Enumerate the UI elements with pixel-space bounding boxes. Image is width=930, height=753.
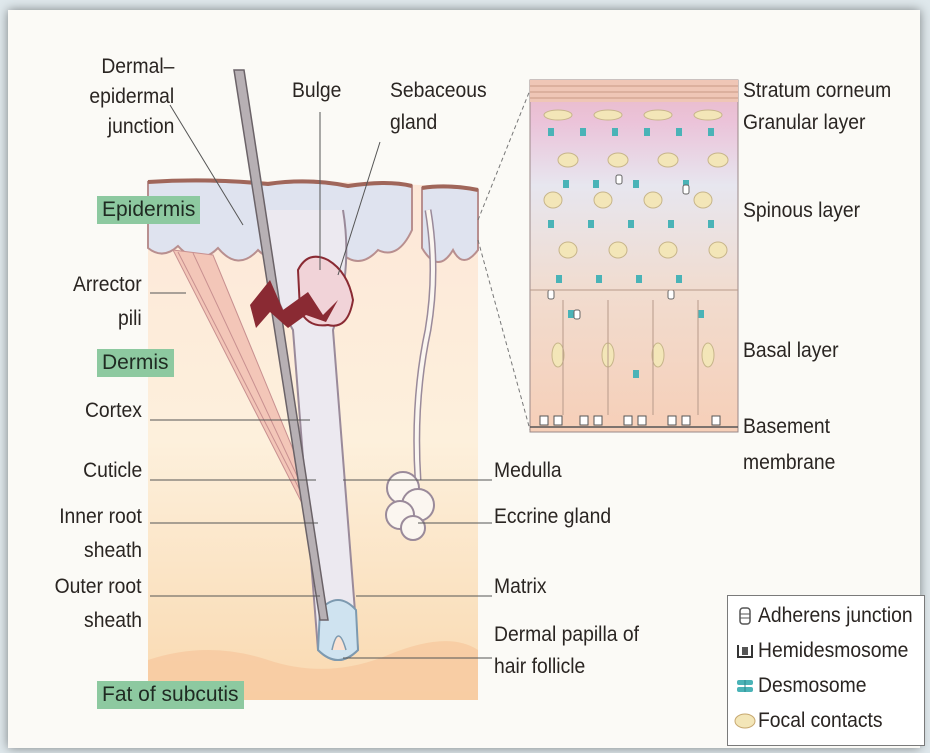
desmosome-icon — [734, 677, 756, 695]
label-cortex: Cortex — [85, 394, 142, 428]
label-medulla: Medulla — [494, 454, 562, 488]
label-stratum-corneum: Stratum corneum — [743, 74, 891, 108]
label-sebaceous-gland-1: Sebaceous — [390, 74, 487, 108]
label-outer-root-sheath-2: sheath — [84, 604, 142, 638]
label-matrix: Matrix — [494, 570, 547, 604]
legend-label-desmosome: Desmosome — [758, 669, 866, 703]
label-inner-root-sheath-1: Inner root — [59, 500, 142, 534]
label-dermal-epidermal-junction-3: junction — [107, 110, 174, 144]
label-spinous-layer: Spinous layer — [743, 194, 860, 228]
label-basement-membrane-1: Basement — [743, 410, 830, 444]
label-dermal-papilla-2: hair follicle — [494, 650, 585, 684]
tag-epidermis: Epidermis — [97, 196, 200, 224]
legend-item-desmosome: Desmosome — [728, 669, 924, 703]
label-basement-membrane-2: membrane — [743, 446, 835, 480]
label-inner-root-sheath-2: sheath — [84, 534, 142, 568]
legend-item-hemidesmosome: Hemidesmosome — [728, 634, 924, 668]
legend-box: Adherens junction Hemidesmosome Desmosom… — [727, 595, 925, 746]
label-dermal-epidermal-junction-2: epidermal — [89, 80, 174, 114]
label-sebaceous-gland-2: gland — [390, 106, 437, 140]
epidermis-inset — [530, 80, 738, 432]
label-dermal-papilla-1: Dermal papilla of — [494, 618, 639, 652]
focal-contacts-icon — [734, 712, 756, 730]
tag-dermis: Dermis — [97, 349, 174, 377]
label-dermal-epidermal-junction-1: Dermal– — [101, 50, 174, 84]
diagram-frame: Dermal– epidermal junction Bulge Sebaceo… — [8, 10, 920, 748]
label-granular-layer: Granular layer — [743, 106, 865, 140]
legend-label-focal-contacts: Focal contacts — [758, 704, 883, 738]
label-outer-root-sheath-1: Outer root — [55, 570, 142, 604]
tag-fat-of-subcutis: Fat of subcutis — [97, 681, 244, 709]
legend-item-adherens: Adherens junction — [728, 599, 924, 633]
label-arrector-pili-2: pili — [118, 302, 142, 336]
legend-label-hemidesmosome: Hemidesmosome — [758, 634, 908, 668]
adherens-junction-icon — [734, 607, 756, 625]
label-cuticle: Cuticle — [83, 454, 142, 488]
legend-label-adherens: Adherens junction — [758, 599, 913, 633]
label-basal-layer: Basal layer — [743, 334, 839, 368]
label-arrector-pili-1: Arrector — [73, 268, 142, 302]
hemidesmosome-icon — [734, 642, 756, 660]
label-eccrine-gland: Eccrine gland — [494, 500, 611, 534]
label-bulge: Bulge — [292, 74, 341, 108]
legend-item-focal-contacts: Focal contacts — [728, 704, 924, 738]
